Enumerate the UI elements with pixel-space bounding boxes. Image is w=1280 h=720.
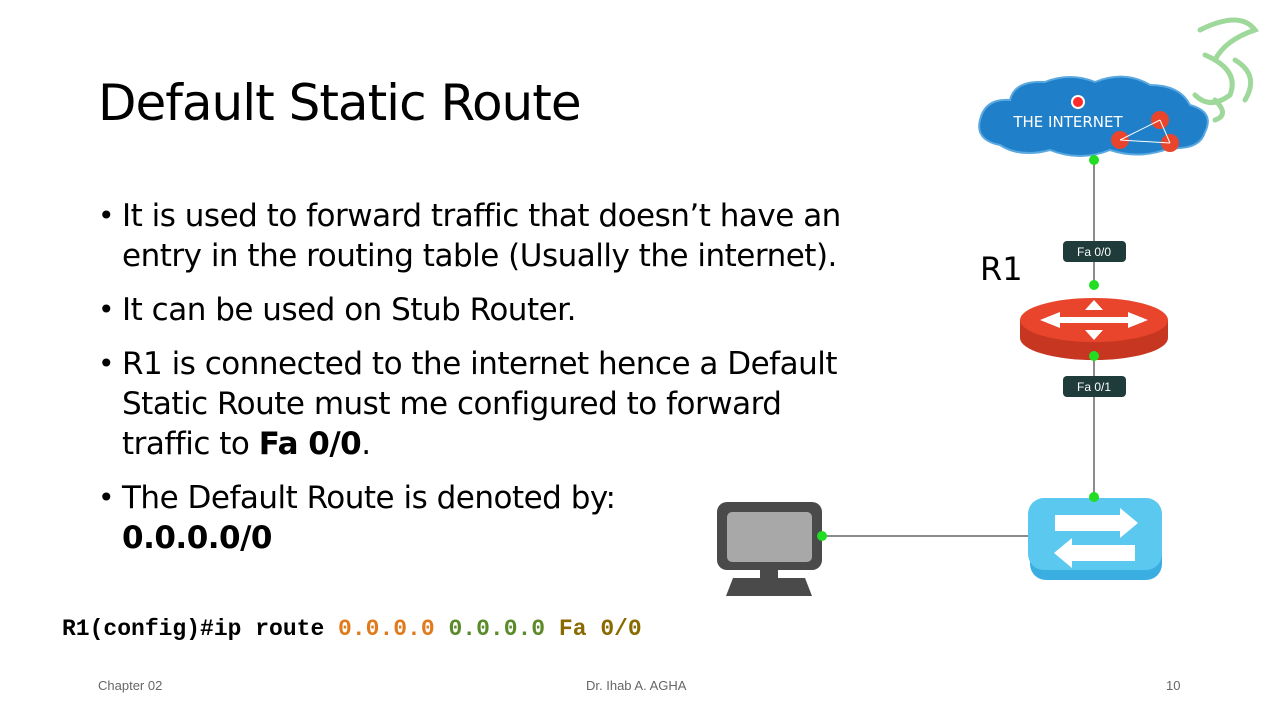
bullet-text: It can be used on Stub Router. [122, 292, 576, 328]
bullet-item: It is used to forward traffic that doesn… [98, 196, 858, 276]
bullet-item: The Default Route is denoted by: 0.0.0.0/… [98, 478, 858, 558]
router-label: R1 [980, 250, 1023, 288]
bullet-item: It can be used on Stub Router. [98, 290, 858, 330]
footer-page-number: 10 [1166, 678, 1181, 693]
bullet-text: The Default Route is denoted by: [122, 480, 616, 516]
computer-icon [717, 502, 822, 596]
interface-label-top: Fa 0/0 [1077, 245, 1111, 259]
footer-author: Dr. Ihab A. AGHA [586, 678, 687, 693]
footer-chapter: Chapter 02 [98, 678, 163, 693]
internet-label: THE INTERNET [1012, 113, 1123, 131]
link-dot [1089, 280, 1099, 290]
command-prefix: R1(config)#ip route [62, 616, 339, 642]
bullet-text-end: . [361, 426, 371, 462]
bullet-item: R1 is connected to the internet hence a … [98, 344, 858, 464]
link-dot [1089, 492, 1099, 502]
link-dot [817, 531, 827, 541]
command-mask: 0.0.0.0 [448, 616, 546, 642]
command-network: 0.0.0.0 [338, 616, 435, 642]
slide-title: Default Static Route [98, 74, 582, 132]
bullet-bold-route: 0.0.0.0/0 [122, 520, 273, 556]
command-line: R1(config)#ip route 0.0.0.0 0.0.0.0 Fa 0… [62, 616, 642, 642]
bullet-text: It is used to forward traffic that doesn… [122, 198, 841, 274]
link-dot [1089, 155, 1099, 165]
bullet-bold-interface: Fa 0/0 [258, 426, 362, 462]
interface-badge-top [1063, 241, 1126, 262]
switch-icon [1028, 498, 1162, 580]
interface-badge-bottom [1063, 376, 1126, 397]
logo-icon [1192, 17, 1260, 123]
command-interface: Fa 0/0 [558, 616, 642, 642]
interface-label-bottom: Fa 0/1 [1077, 380, 1111, 394]
bullet-list: It is used to forward traffic that doesn… [98, 196, 858, 572]
router-icon [1020, 298, 1168, 360]
bullet-text: R1 is connected to the internet hence a … [122, 346, 838, 462]
link-dot [1089, 351, 1099, 361]
internet-cloud-icon [978, 75, 1209, 157]
